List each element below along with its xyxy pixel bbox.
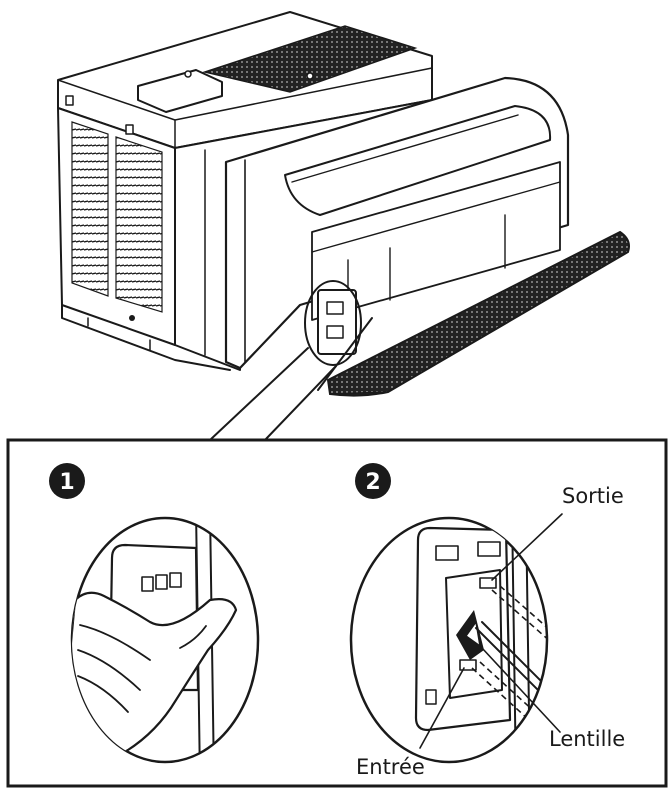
air-conditioner-illustration: [57, 11, 630, 397]
step-2-badge: 2: [355, 463, 391, 499]
step-1-badge: 1: [49, 463, 85, 499]
top-hatch: [137, 69, 223, 113]
svg-text:2: 2: [365, 470, 380, 495]
outlet-leader: [491, 513, 563, 581]
side-louvers-left: [71, 121, 109, 297]
detail-callout-circle: [304, 280, 362, 366]
inlet-port: [459, 659, 477, 671]
hand: [72, 591, 238, 762]
leader-line-right: [264, 365, 337, 441]
detail-1-hand-removing-cover: [70, 516, 260, 764]
lens-label: Lentille: [549, 727, 625, 751]
filter-frame: [311, 161, 561, 321]
outlet-label: Sortie: [562, 484, 624, 508]
leader-line-left: [209, 347, 309, 441]
sensor-box: [317, 289, 357, 355]
lens-leader: [481, 647, 561, 733]
inlet-leader: [419, 667, 465, 749]
top-vent-grid: [202, 25, 418, 93]
air-outlet-louver: [284, 105, 552, 216]
side-louvers-right: [115, 136, 163, 313]
outlet-port: [479, 577, 497, 589]
detail-2-sensor-lens: [349, 513, 563, 764]
svg-text:1: 1: [59, 470, 74, 495]
front-panel-mesh: [326, 230, 630, 397]
inlet-label: Entrée: [356, 755, 425, 779]
